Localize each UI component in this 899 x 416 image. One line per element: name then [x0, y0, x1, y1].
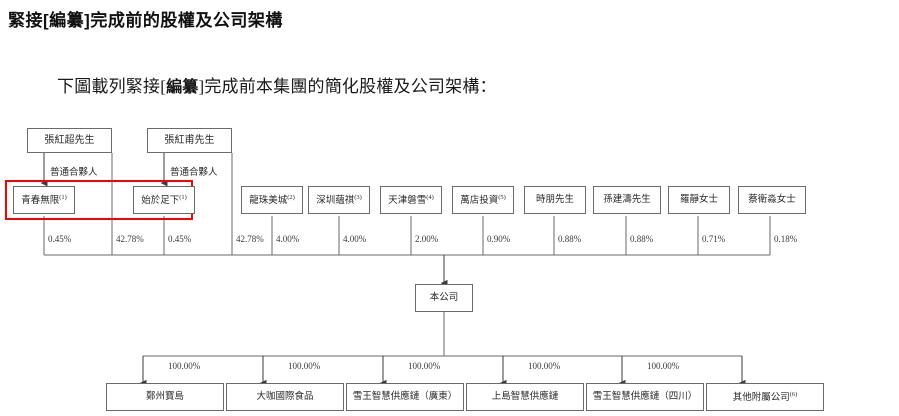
shareholder-box-0[interactable]: 青春無限(1): [13, 186, 75, 214]
shareholder-label-6: 天津磐雪: [388, 195, 427, 206]
shareholder-label-11: 蔡衛淼女士: [748, 194, 796, 205]
shareholder-label-4: 龍珠美城: [249, 195, 288, 206]
partner-edge-label-1: 普通合夥人: [170, 168, 218, 178]
company-label: 本公司: [429, 292, 459, 303]
intro-suffix: ]完成前本集團的簡化股權及公司架構：: [198, 77, 497, 96]
subsidiary-box-4[interactable]: 雪王智慧供應鏈（四川）: [586, 383, 704, 411]
shareholder-label-7: 萬店投資: [460, 195, 499, 206]
company-box[interactable]: 本公司: [415, 284, 473, 312]
shareholder-box-2[interactable]: 始於足下(1): [133, 186, 195, 214]
sub-pct-label-2: 100.00%: [408, 361, 441, 371]
pct-label-3: 42.78%: [236, 234, 264, 244]
shareholder-box-9[interactable]: 孫建濤先生: [593, 186, 661, 214]
subsidiary-note-5: (6): [789, 390, 798, 398]
pct-label-9: 0.88%: [630, 234, 654, 244]
subsidiary-box-5[interactable]: 其他附屬公司(6): [706, 383, 824, 411]
shareholder-box-11[interactable]: 蔡衛淼女士: [738, 186, 806, 214]
subsidiary-label-0: 鄭州寶島: [145, 391, 184, 402]
pct-label-10: 0.71%: [702, 234, 726, 244]
founder-box-0[interactable]: 張紅超先生: [27, 128, 112, 153]
pct-label-4: 4.00%: [276, 234, 300, 244]
founder-label-1: 張紅甫先生: [164, 135, 215, 146]
shareholder-label-2: 始於足下: [141, 195, 180, 206]
intro-bold-term: 編纂: [166, 79, 199, 96]
subsidiary-label-4: 雪王智慧供應鏈（四川）: [592, 391, 698, 402]
shareholder-box-5[interactable]: 深圳蘊祺(3): [308, 186, 370, 214]
subsidiary-label-1: 大咖國際食品: [256, 391, 314, 402]
shareholder-box-7[interactable]: 萬店投資(5): [452, 186, 514, 214]
subsidiary-box-0[interactable]: 鄭州寶島: [106, 383, 224, 411]
subsidiary-label-2: 雪王智慧供應鏈（廣東）: [352, 391, 458, 402]
shareholder-label-5: 深圳蘊祺: [316, 195, 355, 206]
sub-pct-label-4: 100.00%: [647, 361, 680, 371]
page-title: 緊接[編纂]完成前的股權及公司架構: [8, 11, 283, 30]
pct-label-6: 2.00%: [415, 234, 439, 244]
shareholder-note-5: (3): [354, 193, 362, 201]
shareholder-box-6[interactable]: 天津磐雪(4): [380, 186, 442, 214]
pct-label-8: 0.88%: [558, 234, 582, 244]
shareholder-box-8[interactable]: 時朋先生: [524, 186, 586, 214]
subsidiary-box-1[interactable]: 大咖國際食品: [226, 383, 344, 411]
pct-label-2: 0.45%: [168, 234, 192, 244]
intro-paragraph: 下圖載列緊接[編纂]完成前本集團的簡化股權及公司架構：: [57, 72, 497, 97]
partner-edge-label-0: 普通合夥人: [50, 168, 98, 178]
pct-label-11: 0.18%: [774, 234, 798, 244]
subsidiary-box-2[interactable]: 雪王智慧供應鏈（廣東）: [346, 383, 464, 411]
founder-label-0: 張紅超先生: [44, 135, 95, 146]
pct-label-7: 0.90%: [487, 234, 511, 244]
sub-pct-label-0: 100.00%: [168, 361, 201, 371]
shareholder-note-2: (1): [179, 193, 187, 201]
shareholder-note-7: (5): [498, 193, 506, 201]
shareholder-note-6: (4): [426, 193, 434, 201]
sub-pct-label-1: 100.00%: [288, 361, 321, 371]
pct-label-0: 0.45%: [48, 234, 72, 244]
founder-box-1[interactable]: 張紅甫先生: [147, 128, 232, 153]
intro-prefix: 下圖載列緊接[: [57, 77, 167, 96]
subsidiary-box-3[interactable]: 上島智慧供應鏈: [466, 383, 584, 411]
pct-label-5: 4.00%: [343, 234, 367, 244]
shareholder-note-0: (1): [59, 193, 67, 201]
subsidiary-label-5: 其他附屬公司: [732, 392, 790, 403]
shareholder-label-10: 羅靜女士: [679, 194, 718, 205]
subsidiary-label-3: 上島智慧供應鏈: [491, 391, 559, 402]
sub-pct-label-3: 100.00%: [528, 361, 561, 371]
shareholder-label-9: 孫建濤先生: [603, 194, 651, 205]
shareholder-label-8: 時朋先生: [535, 194, 574, 205]
shareholder-label-0: 青春無限: [21, 195, 60, 206]
shareholder-note-4: (2): [287, 193, 295, 201]
pct-label-1: 42.78%: [116, 234, 144, 244]
shareholder-box-10[interactable]: 羅靜女士: [668, 186, 730, 214]
shareholder-box-4[interactable]: 龍珠美城(2): [241, 186, 303, 214]
